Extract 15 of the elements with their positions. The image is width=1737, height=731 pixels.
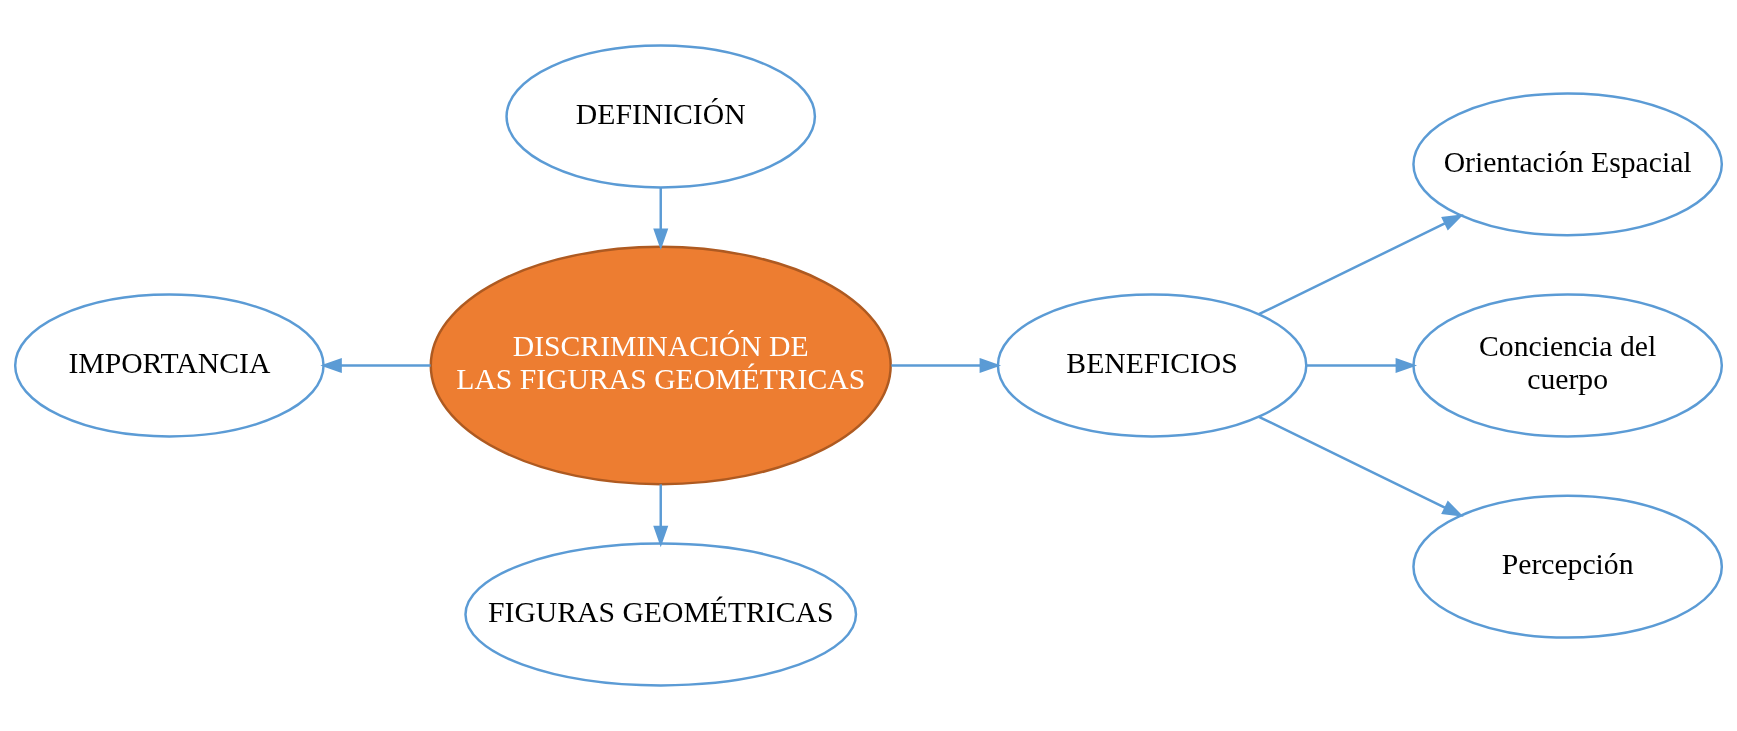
node-ellipse: DISCRIMINACIÓN DE LAS FIGURAS GEOMÉTRICAS	[429, 245, 892, 486]
node-ellipse: IMPORTANCIA	[13, 293, 325, 438]
arrow	[653, 484, 669, 548]
arrow	[653, 187, 669, 251]
arrow	[1258, 214, 1464, 316]
arrow	[1258, 415, 1464, 517]
node-ellipse: Percepción	[1412, 494, 1724, 639]
node-ellipse: DEFINICIÓN	[505, 44, 817, 189]
arrow	[320, 358, 431, 373]
node-ellipse: BENEFICIOS	[996, 293, 1308, 438]
node-ellipse: Orientación Espacial	[1412, 92, 1724, 237]
node-ellipse: FIGURAS GEOMÉTRICAS	[464, 542, 858, 687]
arrow	[1306, 358, 1418, 373]
arrow	[891, 358, 1002, 373]
node-ellipse: Conciencia del cuerpo	[1412, 293, 1724, 438]
